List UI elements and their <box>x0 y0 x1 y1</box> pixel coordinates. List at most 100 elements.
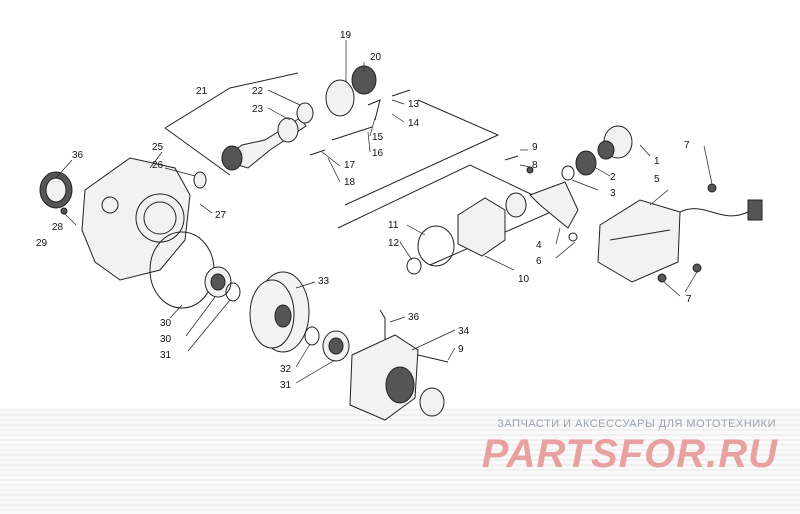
callout-15: 15 <box>372 132 384 143</box>
callout-19: 19 <box>340 30 352 41</box>
bearing-22 <box>296 102 314 124</box>
callout-10: 10 <box>518 274 530 285</box>
leader <box>367 131 371 153</box>
bolt-7-lower-a <box>657 273 667 283</box>
footer-band <box>0 408 800 514</box>
callout-30-right: 31 <box>280 380 292 391</box>
callout-32: 33 <box>318 276 330 287</box>
o-ring-6 <box>568 232 578 242</box>
callout-3: 3 <box>610 188 616 199</box>
callout-17: 17 <box>344 160 356 171</box>
leader <box>649 189 669 206</box>
callout-26: 27 <box>215 210 227 221</box>
callout-7-upper: 7 <box>684 140 690 151</box>
leader <box>391 99 405 105</box>
group-outline-upper-left <box>164 127 231 176</box>
leader <box>555 227 561 245</box>
leader <box>169 304 183 319</box>
motor-1 <box>597 125 633 160</box>
leader <box>321 151 341 167</box>
callout-29: 30 <box>160 318 172 329</box>
callout-23: 23 <box>252 104 264 115</box>
gear-19-20 <box>325 65 377 117</box>
leader <box>484 255 515 271</box>
callout-6: 6 <box>536 256 542 267</box>
bearing-30-right <box>322 330 350 362</box>
callout-2: 2 <box>610 172 616 183</box>
cover-33 <box>349 334 445 421</box>
callout-16: 16 <box>372 148 384 159</box>
callout-8: 8 <box>532 160 538 171</box>
callout-34: 36 <box>408 312 420 323</box>
shim-31-right <box>304 326 320 346</box>
leader <box>703 145 713 185</box>
group-outline-upper <box>164 72 299 129</box>
callout-31-left: 31 <box>160 350 172 361</box>
actuator-5 <box>597 199 763 283</box>
callout-9-lower: 9 <box>458 344 464 355</box>
leader <box>369 117 376 137</box>
callout-28: 29 <box>36 238 48 249</box>
leader <box>327 157 341 183</box>
group-outline-mid <box>337 164 562 266</box>
fork-15 <box>367 99 381 121</box>
watermark-logo: PARTSFOR.RU <box>481 432 778 476</box>
leader <box>399 241 413 261</box>
callout-36: 36 <box>72 150 84 161</box>
leader <box>295 281 316 289</box>
bearing-30-left <box>204 266 232 298</box>
pin-13 <box>391 89 411 97</box>
callout-30-left: 30 <box>160 334 172 345</box>
bolt-9-upper <box>504 155 519 161</box>
leader <box>519 164 531 168</box>
callout-33: 34 <box>458 326 470 337</box>
leader <box>295 359 336 384</box>
ring-3 <box>561 165 575 181</box>
bolt-7-upper <box>707 183 717 193</box>
leader <box>199 203 213 214</box>
callout-4: 4 <box>536 240 542 251</box>
leader <box>447 347 456 361</box>
leader <box>295 343 311 368</box>
rear-housing <box>81 157 191 281</box>
callout-7-lower: 7 <box>686 294 692 305</box>
ring-gear-32 <box>249 271 310 353</box>
callout-1: 1 <box>654 156 660 167</box>
shim-31-left <box>225 282 241 302</box>
bushing-25 <box>193 171 207 189</box>
leader <box>639 144 651 157</box>
leader <box>185 296 216 337</box>
actuator-housing-10 <box>457 192 527 257</box>
leader <box>63 212 77 226</box>
callout-20: 20 <box>370 52 382 63</box>
shaft-16 <box>331 126 373 141</box>
callout-31-right: 32 <box>280 364 292 375</box>
callout-9-upper: 9 <box>532 142 538 153</box>
callout-18: 18 <box>344 177 356 188</box>
leader <box>149 151 163 169</box>
bolt-7-lower-b <box>692 263 702 273</box>
leader <box>571 179 599 191</box>
leader <box>164 167 196 177</box>
callout-5: 5 <box>654 174 660 185</box>
leader <box>555 241 576 259</box>
watermark-tagline: ЗАПЧАСТИ И АКСЕССУАРЫ ДЛЯ МОТОТЕХНИКИ <box>497 418 776 430</box>
gasket-11 <box>417 225 455 267</box>
callout-25: 26 <box>152 160 164 171</box>
group-outline-upper-right <box>344 99 500 206</box>
bolt-9-lower <box>417 354 449 363</box>
breather-34 <box>379 309 386 340</box>
leader <box>595 167 611 177</box>
leader <box>267 89 301 106</box>
spring-17 <box>309 149 326 156</box>
leader <box>55 159 73 179</box>
seal-36 <box>39 171 73 209</box>
seal-12 <box>406 257 422 275</box>
callout-22: 22 <box>252 86 264 97</box>
leader <box>187 299 231 352</box>
leader <box>411 329 456 351</box>
callout-21: 21 <box>196 86 208 97</box>
bolt-27 <box>60 207 68 215</box>
leader <box>684 271 698 293</box>
leader <box>391 113 405 123</box>
